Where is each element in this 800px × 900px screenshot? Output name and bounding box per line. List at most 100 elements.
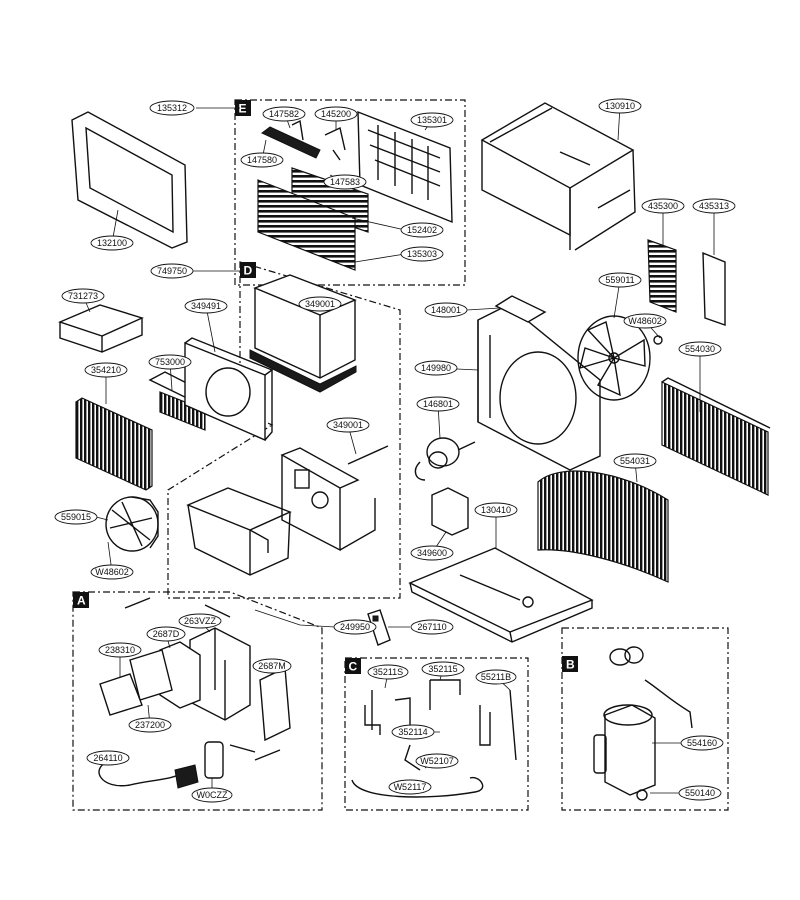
compressor: [593, 646, 693, 801]
part-callout-554160: 554160: [680, 735, 724, 751]
part-callout-w0czz: W0CZZ: [191, 787, 233, 803]
section-a-box: [72, 591, 323, 811]
section-label-c: C: [345, 658, 361, 674]
svg-text:W48602: W48602: [95, 567, 129, 577]
side-louver: [647, 239, 726, 326]
part-callout-146801: 146801: [416, 396, 460, 412]
part-callout-349600: 349600: [410, 545, 454, 561]
svg-text:W48602: W48602: [628, 316, 662, 326]
svg-text:349001: 349001: [305, 299, 335, 309]
svg-text:130410: 130410: [481, 505, 511, 515]
svg-text:554160: 554160: [687, 738, 717, 748]
svg-text:55211B: 55211B: [481, 672, 511, 682]
part-callout-149980: 149980: [414, 360, 458, 376]
part-callout-354210: 354210: [84, 362, 128, 378]
remote-control: [367, 609, 391, 646]
svg-text:132100: 132100: [97, 238, 127, 248]
part-callout-753000: 753000: [148, 354, 192, 370]
front-panel-frame: [71, 111, 188, 249]
part-callout-263vzz: 263VZZ: [178, 613, 222, 629]
part-callout-238310: 238310: [98, 642, 142, 658]
svg-text:130910: 130910: [605, 101, 635, 111]
svg-text:559015: 559015: [61, 512, 91, 522]
condenser-coil: [661, 377, 771, 496]
svg-text:147580: 147580: [247, 155, 277, 165]
svg-text:559011: 559011: [605, 275, 634, 285]
part-callout-352115: 352115: [421, 661, 465, 677]
svg-text:237200: 237200: [135, 720, 165, 730]
part-callout-237200: 237200: [128, 717, 172, 733]
svg-text:753000: 753000: [155, 357, 185, 367]
part-callout-435313: 435313: [692, 198, 736, 214]
section-label-b: B: [562, 656, 578, 672]
fan-shroud-front: [184, 337, 274, 442]
section-b-box: [561, 627, 729, 811]
part-callout-352114: 352114: [391, 724, 435, 740]
evaporator-coil: [75, 397, 153, 491]
svg-text:135301: 135301: [417, 115, 447, 125]
svg-text:349600: 349600: [417, 548, 447, 558]
svg-text:349491: 349491: [191, 301, 221, 311]
drain-pan: [186, 487, 292, 576]
part-callout-2687d: 2687D: [146, 626, 186, 642]
blower-wheel: [105, 496, 159, 552]
svg-text:238310: 238310: [105, 645, 135, 655]
svg-text:B: B: [566, 658, 575, 672]
svg-text:146801: 146801: [423, 399, 453, 409]
svg-text:135312: 135312: [157, 103, 187, 113]
svg-text:145200: 145200: [321, 109, 351, 119]
svg-text:554030: 554030: [685, 344, 715, 354]
svg-text:249950: 249950: [340, 622, 370, 632]
fan-motor: [414, 437, 476, 481]
part-callout-559015: 559015: [54, 509, 98, 525]
part-callout-550140: 550140: [678, 785, 722, 801]
condenser-coil-curved: [537, 470, 669, 583]
svg-text:147582: 147582: [269, 109, 299, 119]
part-callout-130410: 130410: [474, 502, 518, 518]
refrigerant-tubing: [351, 679, 517, 798]
part-callout-554030: 554030: [678, 341, 722, 357]
motor-mount-bracket: [494, 295, 547, 323]
part-callout-147582: 147582: [262, 106, 306, 122]
part-callout-w48602-top: W48602: [623, 313, 667, 329]
part-callout-731273: 731273: [61, 288, 105, 304]
part-callout-152402: 152402: [400, 222, 444, 238]
svg-text:W0CZZ: W0CZZ: [197, 790, 228, 800]
part-callout-55211b: 55211B: [475, 669, 517, 685]
svg-text:550140: 550140: [685, 788, 715, 798]
section-e-box: [234, 99, 466, 286]
part-callout-267110: 267110: [410, 619, 454, 635]
part-callout-w48602-lower: W48602: [90, 564, 134, 580]
control-bracket: [280, 447, 376, 552]
part-callout-135312: 135312: [149, 100, 195, 116]
section-label-d: D: [240, 262, 256, 278]
section-c-box: [344, 657, 529, 811]
part-callout-135303: 135303: [400, 246, 444, 262]
svg-text:749750: 749750: [157, 266, 187, 276]
svg-text:263VZZ: 263VZZ: [184, 616, 217, 626]
part-callout-749750: 749750: [150, 263, 194, 279]
svg-text:D: D: [244, 264, 253, 278]
svg-text:149980: 149980: [421, 363, 451, 373]
svg-text:E: E: [239, 102, 247, 116]
svg-text:W52117: W52117: [394, 782, 427, 792]
svg-text:W52107: W52107: [420, 756, 454, 766]
control-box-assembly: [98, 597, 291, 789]
base-pan: [408, 547, 594, 643]
motor-bracket: [431, 487, 469, 536]
part-callout-249950: 249950: [333, 619, 377, 635]
part-callout-264110: 264110: [86, 750, 130, 766]
svg-text:35211S: 35211S: [373, 667, 403, 677]
svg-text:354210: 354210: [91, 365, 121, 375]
part-callout-559011: 559011: [598, 272, 642, 288]
part-callout-147583: 147583: [323, 174, 367, 190]
part-callout-2687m: 2687M: [252, 658, 292, 674]
grille-louver-top: [261, 119, 346, 161]
part-callout-145200: 145200: [314, 106, 358, 122]
svg-text:264110: 264110: [93, 753, 122, 763]
part-callout-135301: 135301: [410, 112, 454, 128]
svg-text:554031: 554031: [620, 456, 650, 466]
svg-text:2687D: 2687D: [153, 629, 180, 639]
svg-text:A: A: [77, 594, 86, 608]
